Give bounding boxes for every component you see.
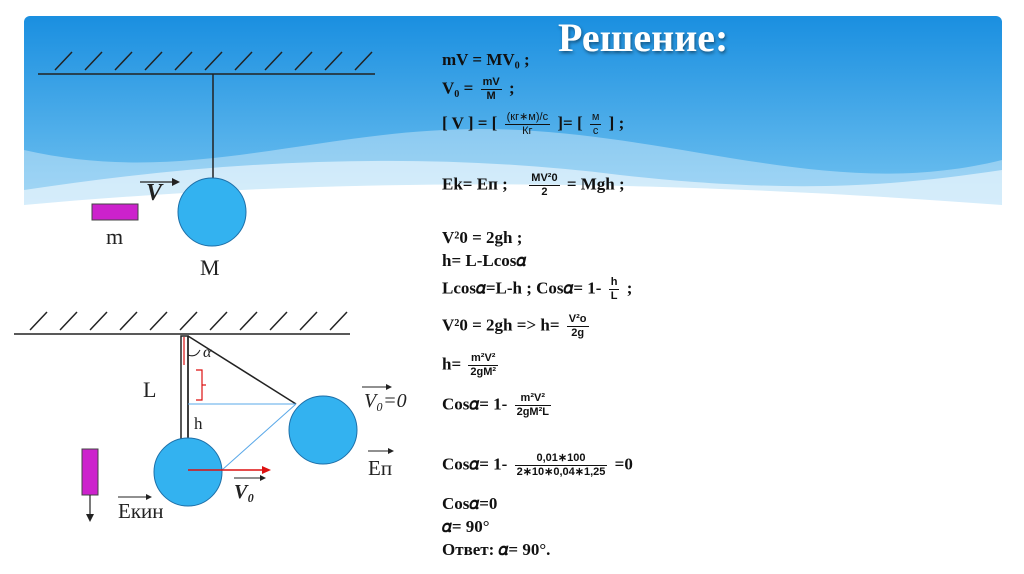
pendulum-string-deflected — [187, 335, 297, 405]
eq-line-1: mV = MV₀ ; — [442, 50, 530, 69]
v-label: V — [146, 180, 163, 206]
ekin-arrow-head — [146, 494, 152, 500]
bullet-bottom — [81, 448, 99, 496]
ep-label: Eп — [368, 456, 393, 480]
eq-text: Lcos𝛼=L-h ; Cos𝛼= 1- — [442, 278, 602, 298]
alpha-arc — [187, 349, 201, 357]
ball-M-top — [177, 177, 247, 247]
v0-zero-label: V₀=0 — [364, 390, 407, 412]
down-arrow-head — [86, 514, 94, 522]
m-label: m — [106, 224, 124, 249]
ekin-label: Eкин — [118, 499, 164, 523]
v0-label: V₀ — [234, 481, 255, 503]
eq-text: h= — [442, 354, 462, 374]
eq-text: [ V ] = [ — [442, 113, 498, 133]
diagonal-line — [221, 403, 297, 471]
eq-text: =0 — [614, 454, 633, 474]
eq-line-12: Cos𝛼=0 — [442, 494, 498, 513]
alpha-label: α — [203, 344, 212, 361]
h-label: h — [194, 414, 203, 433]
eq-text: Cos𝛼= 1- — [442, 454, 508, 474]
red-marks — [183, 337, 206, 401]
eq-line-6: h= L-Lcos𝛼 — [442, 251, 527, 270]
M-label: M — [200, 255, 220, 280]
eq-text: V²0 = 2gh => h= — [442, 315, 560, 335]
slide-title: Решение: — [558, 15, 729, 60]
eq-text: Cos𝛼= 1- — [442, 394, 508, 414]
bullet-top — [91, 203, 139, 221]
eq-line-5: V²0 = 2gh ; — [442, 228, 523, 247]
ball-bottom — [153, 437, 223, 507]
eq-text: ]= [ — [557, 113, 583, 133]
eq-text: ; — [626, 278, 633, 298]
ep-arrow-head — [388, 448, 394, 454]
eq-line-14: Ответ: 𝛼= 90°. — [442, 540, 551, 559]
L-label: L — [143, 377, 157, 402]
v0-zero-arrow-head — [386, 384, 392, 390]
v-arrow-head — [172, 178, 180, 186]
eq-text: Ek= Eп ; — [442, 174, 508, 194]
eq-text: = Mgh ; — [566, 174, 625, 194]
red-velocity-arrow-head — [262, 466, 271, 474]
eq-text: V₀ = — [442, 78, 474, 98]
eq-text: ] ; — [608, 113, 625, 133]
v0-arrow-head — [260, 475, 266, 481]
eq-line-13: 𝛼= 90° — [442, 517, 490, 536]
ball-deflected — [288, 395, 358, 465]
ceiling-top — [38, 51, 375, 75]
ceiling-bottom — [14, 311, 350, 335]
eq-text: ; — [508, 78, 515, 98]
